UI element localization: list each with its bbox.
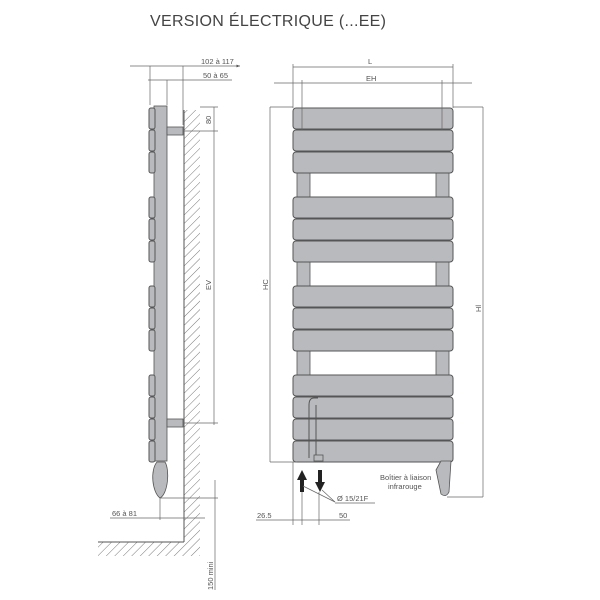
radiator-panel: [292, 107, 454, 130]
radiator-panel: [292, 307, 454, 330]
dim-pipe-diameter: Ø 15/21F: [337, 494, 369, 503]
side-panels: [148, 107, 156, 463]
dim-depth-wall: 50 à 65: [203, 71, 228, 80]
side-panel-fin: [148, 240, 156, 263]
drawing-title: VERSION ÉLECTRIQUE (...EE): [150, 11, 386, 30]
top-bracket: [166, 126, 184, 136]
side-panel-fin: [148, 151, 156, 174]
side-view: 102 à 117 50 à 65 80 EV 66 à 81 150 mini: [98, 57, 240, 590]
dim-thermostat-offset: 66 à 81: [112, 509, 137, 518]
remote-label-1: Boîtier à liaison: [380, 473, 431, 482]
dim-depth-total: 102 à 117: [201, 57, 234, 66]
dim-hc: HC: [261, 279, 270, 290]
side-panel-fin: [148, 418, 156, 441]
floor-hatch: [98, 542, 200, 556]
side-panel-fin: [148, 329, 156, 352]
side-panel-fin: [148, 440, 156, 463]
side-panel-fin: [148, 196, 156, 219]
dim-pipe-spacing: 50: [339, 511, 347, 520]
side-panel-fin: [148, 396, 156, 419]
dim-hl: Hl: [474, 305, 483, 312]
front-view: Ø 15/21F Boîtier à liaison infrarouge L …: [256, 57, 484, 525]
dim-left-offset: 26.5: [257, 511, 272, 520]
inlet-arrow-icon: [297, 470, 307, 492]
dim-ev: EV: [204, 280, 213, 290]
radiator-panel: [292, 418, 454, 441]
dim-width: L: [368, 57, 372, 66]
radiator-panel: [292, 218, 454, 241]
radiator-panel: [292, 151, 454, 174]
side-panel-fin: [148, 218, 156, 241]
side-panel-fin: [148, 107, 156, 130]
radiator-panel: [292, 285, 454, 308]
side-panel-fin: [148, 285, 156, 308]
radiator-panel: [292, 196, 454, 219]
front-panels: [292, 107, 454, 463]
radiator-panel: [292, 396, 454, 419]
radiator-panel: [292, 374, 454, 397]
radiator-panel: [292, 440, 454, 463]
side-panel-fin: [148, 307, 156, 330]
dim-eh: EH: [366, 74, 376, 83]
side-panel-fin: [148, 129, 156, 152]
side-column: [153, 105, 168, 462]
radiator-panel: [292, 329, 454, 352]
dim-floor-clearance: 150 mini: [206, 561, 215, 590]
radiator-panel: [292, 240, 454, 263]
side-panel-fin: [148, 374, 156, 397]
dim-top-offset: 80: [204, 116, 213, 124]
heating-element: [308, 397, 318, 458]
radiator-panel: [292, 129, 454, 152]
bottom-bracket: [166, 418, 184, 428]
outlet-arrow-icon: [315, 470, 325, 492]
ir-control-box: [435, 460, 452, 496]
thermostat-side: [152, 461, 169, 499]
wall-hatch: [184, 110, 200, 542]
remote-label-2: infrarouge: [388, 482, 422, 491]
